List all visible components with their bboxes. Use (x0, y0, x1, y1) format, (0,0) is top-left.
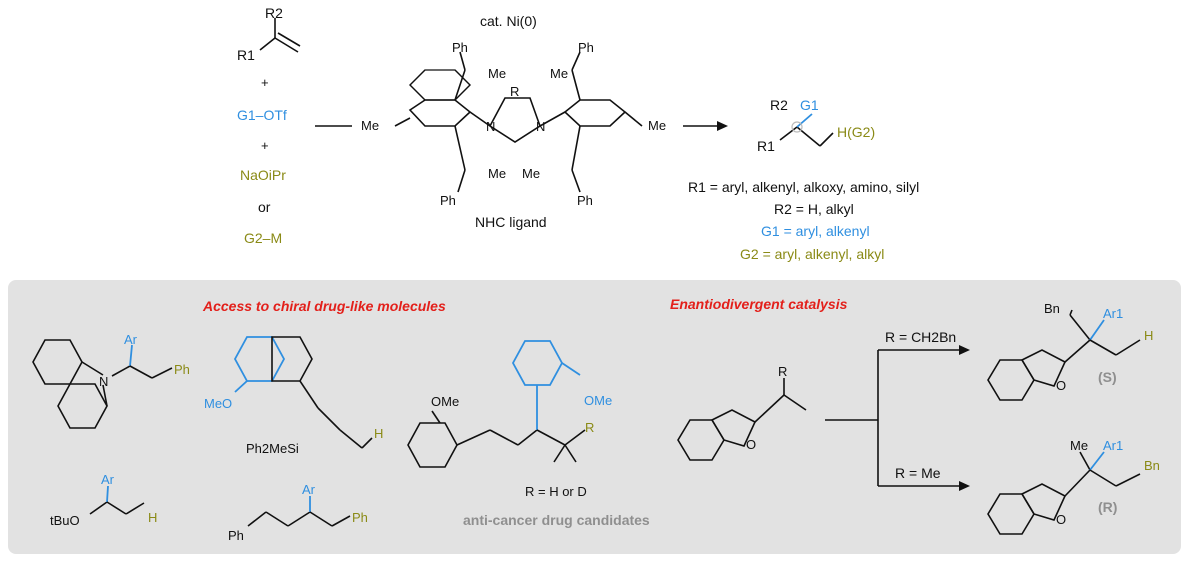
or-label: or (258, 199, 271, 215)
product-s-h-label: H (1144, 328, 1153, 343)
scope-r2: R2 = H, alkyl (774, 201, 854, 217)
styrenyl-structure: Ar Ph Ph (228, 482, 368, 543)
product-r1-label: R1 (757, 138, 775, 154)
ligand-n-right: N (536, 119, 545, 134)
styrenyl-ar-label: Ar (302, 482, 316, 497)
condition-bottom-label: R = Me (895, 465, 941, 481)
silane-meo-label: MeO (204, 396, 232, 411)
electrophile-label: G1–OTf (237, 107, 287, 123)
alkene-r1-label: R1 (237, 47, 255, 63)
plus-sign-2: + (261, 138, 269, 153)
ether-tbuo-label: tBuO (50, 513, 80, 528)
enantio-title: Enantiodivergent catalysis (670, 296, 848, 312)
product-s-bn-label: Bn (1044, 301, 1060, 316)
divergent-arrows (825, 345, 970, 491)
ether-structure: Ar tBuO H (50, 472, 157, 528)
ligand-ph-top-left: Ph (452, 40, 468, 55)
enantio-substrate-structure: R O (677, 364, 807, 461)
ether-ar-label: Ar (101, 472, 115, 487)
drug-ome-right: OMe (584, 393, 612, 408)
ligand-me-right: Me (648, 118, 666, 133)
product-g1-label: G1 (800, 97, 819, 113)
drug-r-label: R (585, 420, 594, 435)
substrate-o-label: O (746, 437, 756, 452)
carbazole-structure: Ar N Ph (32, 332, 190, 429)
ligand-label: NHC ligand (475, 214, 547, 230)
ether-h-label: H (148, 510, 157, 525)
product-r-ar-label: Ar1 (1103, 438, 1123, 453)
product-s-o-label: O (1056, 378, 1066, 393)
drug-r-definition: R = H or D (525, 484, 587, 499)
condition-top-label: R = CH2Bn (885, 329, 956, 345)
alkene-r2-label: R2 (265, 5, 283, 21)
drug-ome-left: OMe (431, 394, 459, 409)
ligand-me-bottom-right: Me (522, 166, 540, 181)
product-s-structure: Bn Ar1 H O (S) (987, 301, 1153, 401)
scope-r1: R1 = aryl, alkenyl, alkoxy, amino, silyl (688, 179, 919, 195)
nhc-ligand-structure: Ph Ph Ph Ph Me Me Me Me Me Me R N N (361, 40, 666, 208)
ligand-me-top-left: Me (488, 66, 506, 81)
ligand-r-label: R (510, 84, 519, 99)
ligand-ph-top-right: Ph (578, 40, 594, 55)
substrate-r-label: R (778, 364, 787, 379)
drug-structure: OMe OMe R R = H or D (407, 340, 612, 499)
styrenyl-ph-left: Ph (228, 528, 244, 543)
ligand-ph-bottom-left: Ph (440, 193, 456, 208)
alkene-structure: R2 R1 (237, 5, 301, 63)
product-r2-label: R2 (770, 97, 788, 113)
silane-si-label: Ph2MeSi (246, 441, 299, 456)
product-r-o-label: O (1056, 512, 1066, 527)
scope-g2: G2 = aryl, alkenyl, alkyl (740, 246, 884, 262)
styrenyl-ph-right: Ph (352, 510, 368, 525)
plus-sign-1: + (261, 75, 269, 90)
carbazole-ph-label: Ph (174, 362, 190, 377)
drug-note: anti-cancer drug candidates (463, 512, 650, 528)
scope-g1: G1 = aryl, alkenyl (761, 223, 870, 239)
access-title: Access to chiral drug-like molecules (202, 298, 446, 314)
ligand-me-top-right: Me (550, 66, 568, 81)
product-r-bn-label: Bn (1144, 458, 1160, 473)
catalyst-label: cat. Ni(0) (480, 13, 537, 29)
nucleophile-label: G2–M (244, 230, 282, 246)
ligand-n-left: N (486, 119, 495, 134)
product-s-config: (S) (1098, 369, 1117, 385)
product-r-structure: Me Ar1 Bn O (R) (987, 438, 1160, 535)
hydride-source-label: NaOiPr (240, 167, 286, 183)
product-structure: R2 G1 R1 H(G2) (757, 97, 875, 154)
ligand-me-left: Me (361, 118, 379, 133)
product-r-me-label: Me (1070, 438, 1088, 453)
silane-structure: MeO Ph2MeSi H (204, 336, 383, 456)
product-r-config: (R) (1098, 499, 1117, 515)
carbazole-n-label: N (99, 374, 108, 389)
silane-h-label: H (374, 426, 383, 441)
product-hg2-label: H(G2) (837, 124, 875, 140)
main-reaction-arrow (683, 121, 728, 131)
carbazole-ar-label: Ar (124, 332, 138, 347)
ligand-ph-bottom-right: Ph (577, 193, 593, 208)
ligand-me-bottom-left: Me (488, 166, 506, 181)
product-s-ar-label: Ar1 (1103, 306, 1123, 321)
